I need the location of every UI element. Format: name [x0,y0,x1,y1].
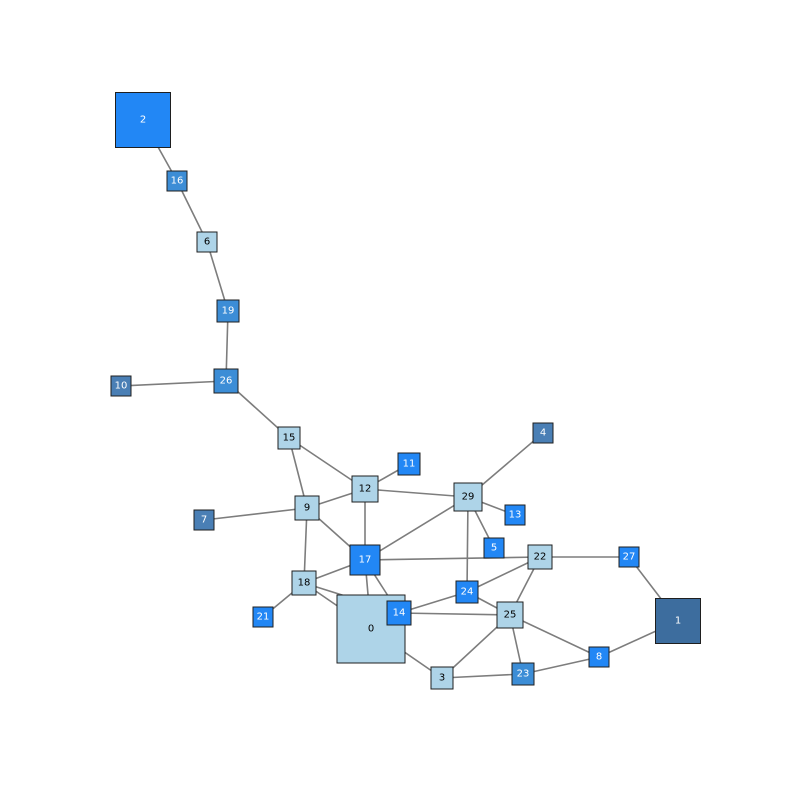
graph-node-2[interactable]: 2 [115,92,171,148]
graph-node-6[interactable]: 6 [196,231,218,253]
graph-node-29[interactable]: 29 [453,482,483,512]
graph-edge-14-25 [398,612,511,616]
graph-node-21[interactable]: 21 [252,606,274,628]
graph-node-9[interactable]: 9 [294,495,320,521]
node-square-12[interactable] [351,475,379,503]
graph-node-8[interactable]: 8 [588,646,610,668]
graph-node-25[interactable]: 25 [496,601,524,629]
graph-node-11[interactable]: 11 [397,452,421,476]
graph-edge-29-17 [364,496,469,561]
graph-node-14[interactable]: 14 [386,600,412,626]
graph-node-18[interactable]: 18 [291,570,317,596]
node-square-1[interactable] [655,598,701,644]
graph-node-23[interactable]: 23 [511,662,535,686]
node-square-4[interactable] [532,422,554,444]
graph-node-26[interactable]: 26 [213,368,239,394]
graph-edge-9-7 [203,507,308,521]
node-square-29[interactable] [453,482,483,512]
node-square-2[interactable] [115,92,171,148]
node-square-18[interactable] [291,570,317,596]
node-square-3[interactable] [430,666,454,690]
graph-edge-17-22 [364,556,541,561]
graph-edge-12-29 [364,488,469,498]
node-square-6[interactable] [196,231,218,253]
node-square-26[interactable] [213,368,239,394]
node-square-25[interactable] [496,601,524,629]
node-square-19[interactable] [216,299,240,323]
node-square-7[interactable] [193,509,215,531]
graph-node-15[interactable]: 15 [277,426,301,450]
node-square-14[interactable] [386,600,412,626]
node-square-17[interactable] [349,544,381,576]
node-square-16[interactable] [166,170,188,192]
node-square-11[interactable] [397,452,421,476]
node-square-5[interactable] [483,537,505,559]
graph-node-13[interactable]: 13 [504,504,526,526]
node-square-13[interactable] [504,504,526,526]
graph-node-5[interactable]: 5 [483,537,505,559]
graph-node-27[interactable]: 27 [618,546,640,568]
node-square-21[interactable] [252,606,274,628]
node-square-23[interactable] [511,662,535,686]
graph-node-3[interactable]: 3 [430,666,454,690]
graph-node-4[interactable]: 4 [532,422,554,444]
node-square-8[interactable] [588,646,610,668]
graph-node-19[interactable]: 19 [216,299,240,323]
graph-node-7[interactable]: 7 [193,509,215,531]
graph-edge-25-8 [509,614,600,658]
graph-node-16[interactable]: 16 [166,170,188,192]
graph-node-22[interactable]: 22 [527,544,553,570]
graph-node-10[interactable]: 10 [110,375,132,397]
graph-edge-23-3 [441,673,524,679]
node-square-22[interactable] [527,544,553,570]
node-square-10[interactable] [110,375,132,397]
graph-node-1[interactable]: 1 [655,598,701,644]
node-square-27[interactable] [618,546,640,568]
graph-edge-29-24 [466,496,469,593]
graph-edge-26-10 [120,380,227,387]
graph-node-24[interactable]: 24 [455,580,479,604]
graph-node-12[interactable]: 12 [351,475,379,503]
node-square-15[interactable] [277,426,301,450]
node-square-24[interactable] [455,580,479,604]
node-square-9[interactable] [294,495,320,521]
graph-edge-8-23 [522,656,600,675]
graph-node-17[interactable]: 17 [349,544,381,576]
